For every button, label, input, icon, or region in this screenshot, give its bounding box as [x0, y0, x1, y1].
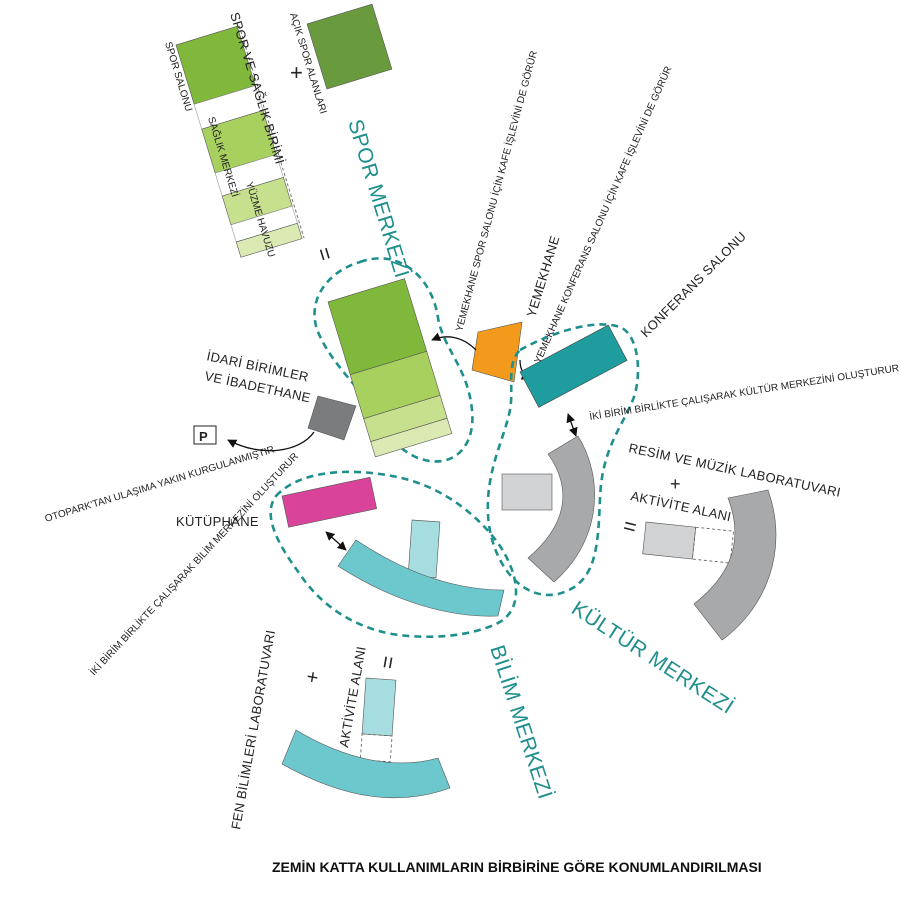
culture-activity-block	[501, 473, 553, 511]
culture-lab-label: RESİM VE MÜZİK LABORATUVARI	[627, 440, 842, 500]
conference-hall-label: KONFERANS SALONU	[638, 229, 750, 341]
culture-activity-sample-gap	[691, 526, 735, 564]
culture-note: İKİ BİRİM BİRLİKTE ÇALIŞARAK KÜLTÜR MERK…	[588, 361, 899, 423]
library-block	[281, 476, 378, 528]
sports-components-stack	[175, 25, 305, 258]
dining-group: YEMEKHANE YEMEKHANE SPOR SALONU İÇİN KAF…	[431, 49, 675, 383]
science-center-outline	[269, 470, 518, 639]
science-lab-label: FEN BİLİMLERİ LABORATUVARI	[228, 629, 278, 831]
sports-center-zone-label: SPOR MERKEZİ	[343, 117, 413, 281]
culture-link-arrow	[566, 413, 578, 437]
science-activity-sample-block	[361, 677, 397, 737]
culture-center-outline	[486, 323, 640, 597]
science-center-zone-label: BİLİM MERKEZİ	[485, 642, 556, 802]
sports-equals-sign: =	[311, 244, 339, 264]
science-composition: FEN BİLİMLERİ LABORATUVARI + AKTİVİTE AL…	[228, 629, 451, 831]
sports-center-zone: SPOR MERKEZİ	[313, 117, 474, 463]
science-plus-sign: +	[301, 670, 325, 685]
parking-box	[193, 425, 217, 445]
dining-to-sports-arrow	[431, 332, 477, 351]
library-label: KÜTÜPHANE	[176, 514, 259, 529]
outdoor-sports-area-block	[306, 3, 393, 90]
science-activity-block	[407, 519, 441, 579]
science-lab-sample-arc	[281, 729, 451, 799]
admin-block	[307, 395, 357, 441]
culture-equals-sign: =	[621, 513, 640, 540]
dining-note-sports: YEMEKHANE SPOR SALONU İÇİN KAFE İŞLEVİNİ…	[452, 49, 540, 333]
science-link-arrow	[325, 531, 347, 551]
culture-lab-arc	[527, 435, 595, 583]
culture-center-zone: KONFERANS SALONU İKİ BİRİM BİRLİKTE ÇALI…	[486, 229, 900, 719]
sports-center-blocks	[327, 278, 453, 458]
conference-hall-block	[519, 324, 628, 408]
science-activity-sample-gap	[359, 733, 393, 763]
admin-to-parking-arrow	[227, 431, 315, 452]
pool-block-b	[235, 222, 303, 258]
science-equals-sign: =	[374, 654, 401, 671]
culture-composition: RESİM VE MÜZİK LABORATUVARI + AKTİVİTE A…	[621, 440, 842, 641]
culture-activity-sample-block	[642, 521, 697, 560]
culture-lab-sample-arc	[693, 489, 777, 641]
culture-plus-sign: +	[670, 474, 681, 494]
parking-symbol: P	[199, 429, 208, 444]
stack-guide	[238, 25, 305, 239]
sports-center-outline	[313, 257, 474, 463]
sports-plus-sign: +	[290, 60, 303, 85]
sports-pool-small-block	[370, 417, 453, 458]
dining-block	[471, 321, 523, 383]
science-lab-arc	[337, 539, 505, 617]
diagram-title: ZEMİN KATTA KULLANIMLARIN BİRBİRİNE GÖRE…	[272, 859, 762, 875]
culture-activity-label: AKTİVİTE ALANI	[629, 488, 732, 524]
